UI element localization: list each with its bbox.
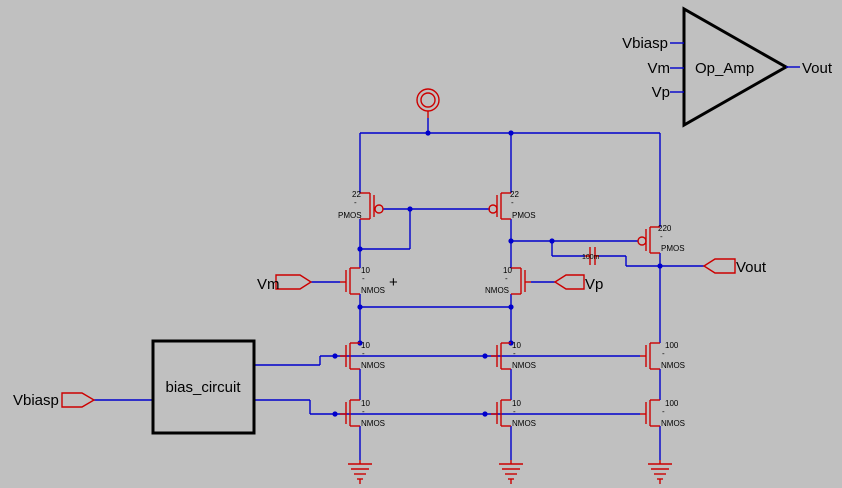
- wires: [94, 118, 704, 460]
- nmos-m2-mid-dash: -: [513, 407, 516, 416]
- ground-icon-left[interactable]: [348, 460, 372, 484]
- ground-icon-mid[interactable]: [499, 460, 523, 484]
- opamp-pin-vout-label: Vout: [802, 60, 833, 77]
- nmos-in-left-type: NMOS: [361, 286, 385, 295]
- nmos-m1-left-type: NMOS: [361, 361, 385, 370]
- nmos-m1-mid-dash: -: [513, 349, 516, 358]
- pmos-right-dash: -: [511, 198, 514, 207]
- bias-circuit-block[interactable]: bias_circuit: [151, 339, 256, 435]
- nmos-in-left-dash: -: [362, 274, 365, 283]
- pmos-left-dash: -: [354, 198, 357, 207]
- nmos-m2-right-type: NMOS: [661, 419, 685, 428]
- opamp-pin-vp-label: Vp: [652, 84, 670, 101]
- pmos-right-size: 22: [510, 190, 519, 199]
- pmos-left-type: PMOS: [338, 211, 362, 220]
- nmos-input-left[interactable]: 10 - NMOS: [340, 266, 385, 295]
- opamp-pin-vbiasp-label: Vbiasp: [622, 35, 668, 52]
- port-vm-label: Vm: [257, 276, 280, 293]
- opamp-pin-vm-label: Vm: [648, 60, 671, 77]
- nmos-m2-right-size: 100: [665, 399, 679, 408]
- nmos-m1-left-dash: -: [362, 349, 365, 358]
- plus-marker: +: [389, 274, 398, 291]
- nmos-m2-right-dash: -: [662, 407, 665, 416]
- port-vbiasp[interactable]: Vbiasp: [13, 392, 96, 409]
- nmos-mirror-2-right[interactable]: 100 - NMOS: [640, 399, 685, 428]
- pmos-left-size: 22: [352, 190, 361, 199]
- capacitor-value: 100m: [582, 254, 600, 261]
- pmos-out-size: 220: [658, 224, 672, 233]
- pmos-output[interactable]: 220 - PMOS: [637, 224, 685, 254]
- port-vbiasp-label: Vbiasp: [13, 392, 59, 409]
- opamp-triangle: [682, 6, 790, 128]
- opamp-symbol[interactable]: Op_Amp Vbiasp Vm Vp Vout: [622, 6, 833, 128]
- junctions: [332, 130, 663, 417]
- bias-circuit-label: bias_circuit: [165, 379, 241, 396]
- nmos-m1-right-dash: -: [662, 349, 665, 358]
- nmos-in-right-type: NMOS: [485, 286, 509, 295]
- nmos-m1-mid-size: 10: [512, 341, 521, 350]
- nmos-mirror-1-mid[interactable]: 10 - NMOS: [491, 341, 536, 370]
- nmos-in-right-dash: -: [505, 274, 508, 283]
- nmos-m2-left-type: NMOS: [361, 419, 385, 428]
- nmos-m2-mid-size: 10: [512, 399, 521, 408]
- nmos-mirror-1-right[interactable]: 100 - NMOS: [640, 341, 685, 370]
- pmos-right[interactable]: 22 - PMOS: [488, 190, 536, 220]
- nmos-in-left-size: 10: [361, 266, 370, 275]
- ground-icon-right[interactable]: [648, 460, 672, 484]
- vdd-supply-icon[interactable]: [416, 88, 440, 118]
- nmos-m1-left-size: 10: [361, 341, 370, 350]
- port-vp-label: Vp: [585, 276, 603, 293]
- nmos-m1-right-type: NMOS: [661, 361, 685, 370]
- nmos-m2-left-size: 10: [361, 399, 370, 408]
- nmos-m1-right-size: 100: [665, 341, 679, 350]
- pmos-right-type: PMOS: [512, 211, 536, 220]
- pmos-out-type: PMOS: [661, 244, 685, 253]
- nmos-mirror-1-left[interactable]: 10 - NMOS: [340, 341, 385, 370]
- nmos-m1-mid-type: NMOS: [512, 361, 536, 370]
- pmos-left[interactable]: 22 - PMOS: [338, 190, 384, 220]
- nmos-mirror-2-left[interactable]: 10 - NMOS: [340, 399, 385, 428]
- nmos-mirror-2-mid[interactable]: 10 - NMOS: [491, 399, 536, 428]
- capacitor[interactable]: 100m: [582, 247, 600, 265]
- opamp-block-name: Op_Amp: [695, 60, 754, 77]
- pmos-out-dash: -: [660, 232, 663, 241]
- port-vout-label: Vout: [736, 259, 767, 276]
- port-vout[interactable]: Vout: [702, 258, 767, 276]
- nmos-m2-left-dash: -: [362, 407, 365, 416]
- nmos-m2-mid-type: NMOS: [512, 419, 536, 428]
- port-vm[interactable]: Vm: [257, 274, 313, 293]
- nmos-in-right-size: 10: [503, 266, 512, 275]
- port-vp[interactable]: Vp: [553, 274, 603, 293]
- nmos-input-right[interactable]: 10 - NMOS: [485, 266, 531, 295]
